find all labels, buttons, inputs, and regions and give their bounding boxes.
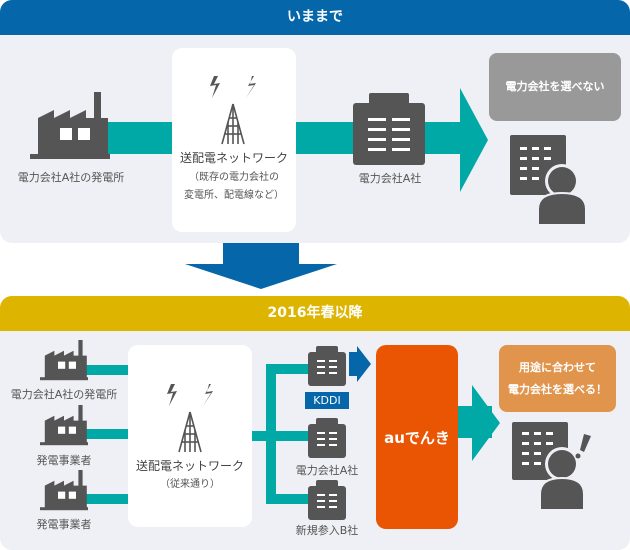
au-denki-box: auでんき <box>376 345 458 529</box>
transition-arrow <box>185 243 337 289</box>
cannot-choose-text: 電力会社を選べない <box>505 80 605 93</box>
factory-icon-3 <box>40 470 88 511</box>
can-choose-line2: 電力会社を選べる！ <box>508 382 607 396</box>
flow-bar-plant-2 <box>86 429 130 439</box>
after-header: 2016年春以降 <box>0 296 630 331</box>
transmission-tower-icon <box>210 76 256 145</box>
company-b-label: 新規参入B社 <box>295 524 359 537</box>
network-title: 送配電ネットワーク <box>179 151 288 165</box>
flow-bar-plant-1 <box>86 365 130 375</box>
network-card <box>172 48 296 232</box>
company-a-label-bottom: 電力会社A社 <box>295 464 359 477</box>
network-title-bottom: 送配電ネットワーク <box>135 459 244 473</box>
can-choose-line1: 用途に合わせて <box>519 360 596 374</box>
factory-icon-2 <box>40 405 88 446</box>
user-icon-excited <box>512 422 591 511</box>
user-icon <box>510 135 587 226</box>
network-note-line2: 変電所、配電線など） <box>184 190 284 201</box>
flow-bar-plant-3 <box>86 494 130 504</box>
flow-arrow-head-bottom <box>472 385 500 461</box>
plant-label-3: 発電事業者 <box>36 518 92 531</box>
flow-bar-plant-to-network <box>108 122 174 154</box>
flow-bar-company-a <box>266 431 310 441</box>
factory-icon <box>30 92 110 159</box>
plant-label-2: 発電事業者 <box>36 454 92 467</box>
flow-bar-kddi <box>266 364 310 374</box>
building-icon-kddi <box>308 346 346 386</box>
plant-label-1: 電力会社A社の発電所 <box>10 388 118 401</box>
factory-icon-1 <box>40 340 88 381</box>
kddi-badge: KDDI <box>305 392 349 409</box>
can-choose-bubble: 用途に合わせて 電力会社を選べる！ <box>499 345 616 412</box>
network-note-line1: （既存の電力会社の <box>189 172 279 183</box>
network-note-bottom: （従来通り） <box>160 479 220 490</box>
flow-bar-network-out <box>252 431 270 441</box>
before-header: いままで <box>0 0 630 35</box>
power-plant-label: 電力会社A社の発電所 <box>17 171 125 184</box>
building-icon-company-b <box>308 480 346 520</box>
flow-arrow-head <box>460 88 488 192</box>
cannot-choose-bubble: 電力会社を選べない <box>489 53 621 121</box>
kddi-arrow <box>349 346 371 382</box>
company-a-label: 電力会社A社 <box>358 172 422 185</box>
building-icon-company-a <box>308 418 346 458</box>
building-icon <box>353 93 425 165</box>
flow-bar-company-b <box>266 494 310 504</box>
transmission-tower-icon-bottom <box>167 384 213 453</box>
au-denki-label: auでんき <box>384 428 450 447</box>
